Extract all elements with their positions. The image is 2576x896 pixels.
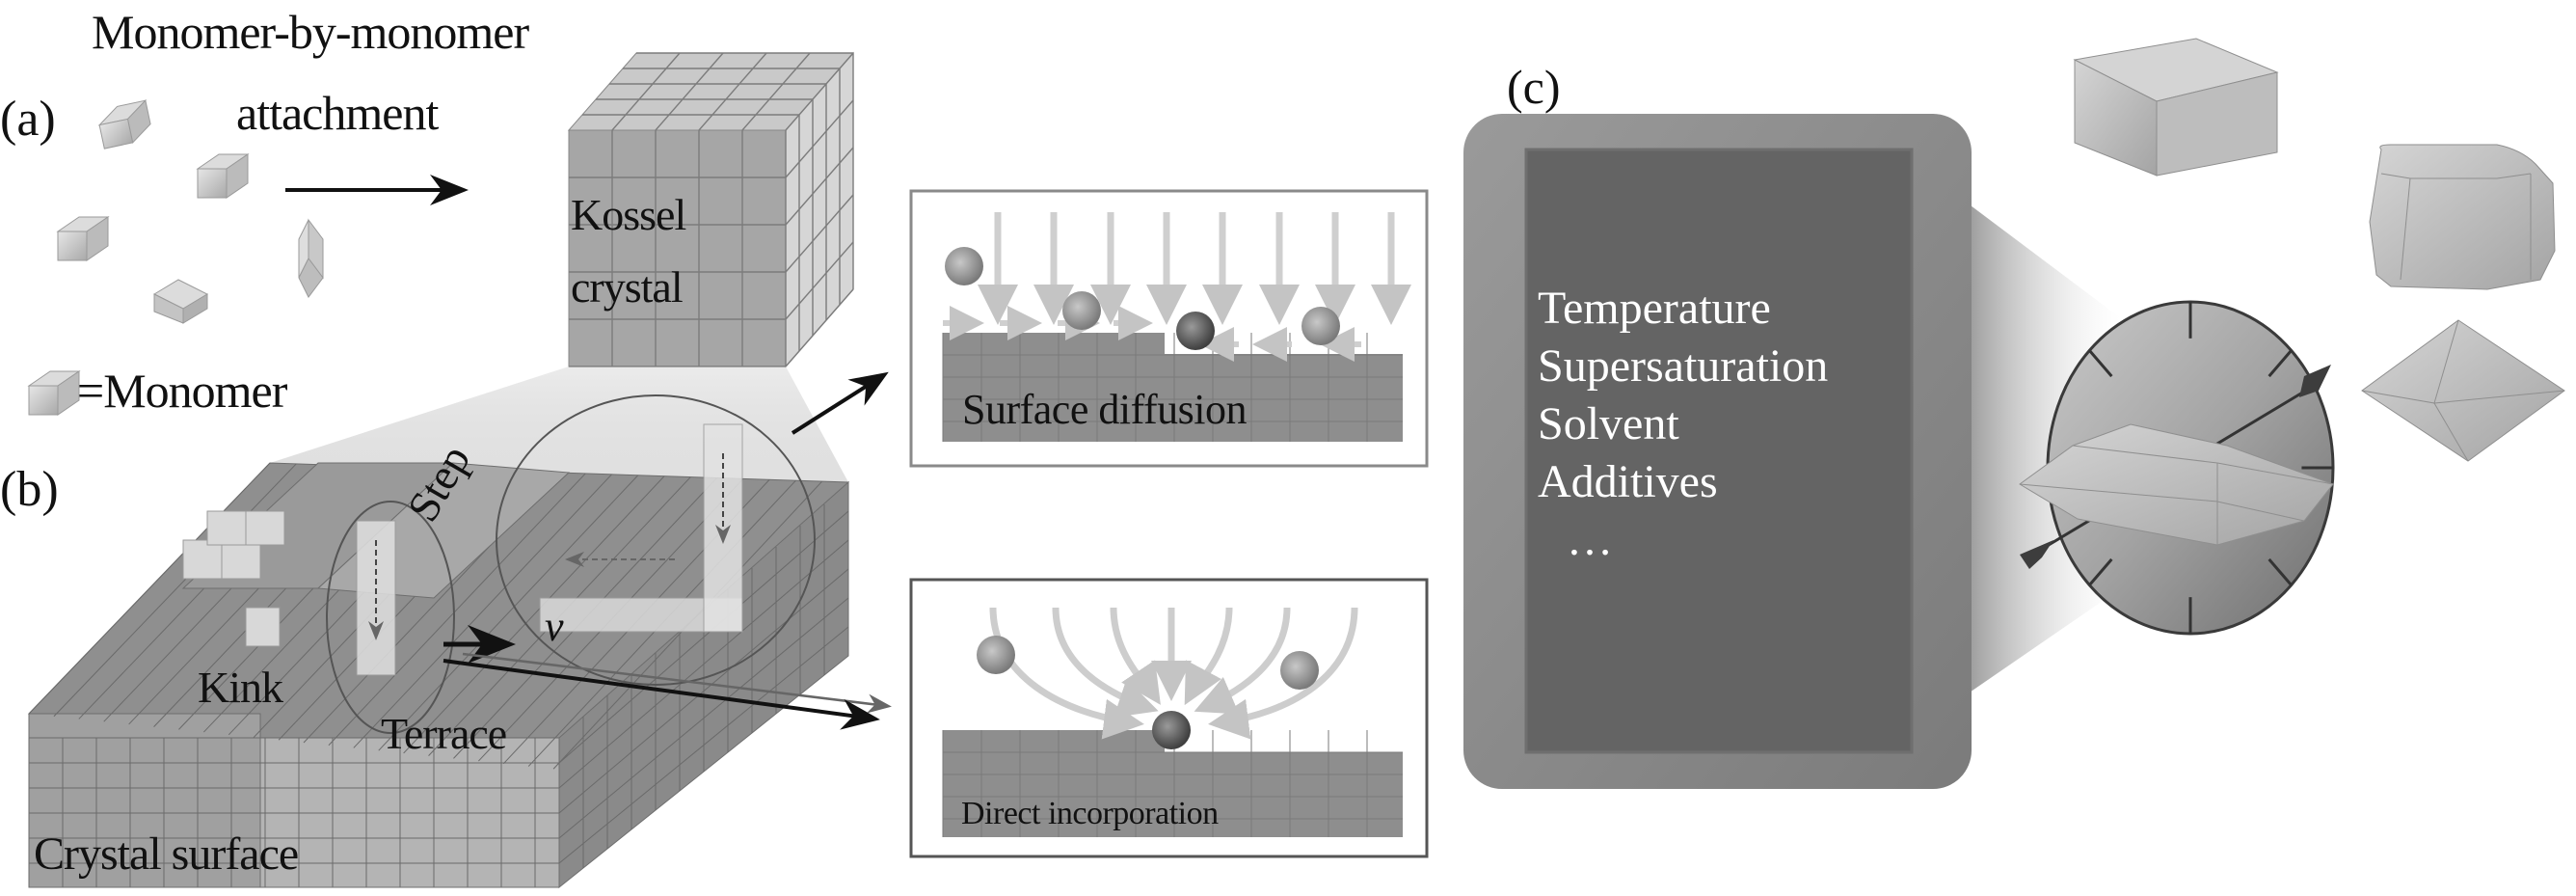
monomer-ball	[1280, 651, 1319, 690]
dial-tick	[2267, 349, 2293, 378]
monomer-ball	[1062, 291, 1101, 330]
block-grid-line	[558, 510, 849, 764]
kossel-grid-line	[655, 52, 724, 131]
block-grid-line	[558, 539, 849, 789]
kossel-grid-line	[785, 147, 854, 226]
crystal-surface-label: Crystal surface	[34, 828, 299, 880]
crystal-shape-truncated-cube	[2369, 144, 2556, 290]
kossel-label-line2: crystal	[571, 262, 684, 312]
kossel-grid-line	[785, 288, 854, 367]
dial-tick	[2088, 349, 2113, 378]
kink-label: Kink	[198, 663, 283, 712]
crystal-shape-cube	[2073, 38, 2279, 176]
converging-arrows	[989, 607, 1358, 740]
kossel-grid-line	[785, 241, 854, 320]
panel-c-label: (c)	[1507, 60, 1561, 114]
kossel-grid-line	[785, 194, 854, 273]
monomer-ball-attached	[1176, 312, 1215, 350]
monomer-ball	[945, 247, 983, 285]
block-grid-line	[378, 475, 639, 751]
step-ellipse	[496, 394, 816, 686]
kossel-grid-line	[611, 52, 681, 131]
crystal-surface-block	[27, 371, 892, 889]
crystal-shape-octahedron	[2361, 319, 2565, 462]
factor-additives: Additives	[1538, 456, 1718, 507]
crystal-shape-elongated-prism	[2019, 423, 2334, 546]
kossel-grid-line	[698, 52, 767, 131]
surface-diffusion-label: Surface diffusion	[962, 386, 1247, 433]
panel-c	[1463, 38, 2565, 789]
monomer-icon	[97, 99, 151, 149]
block-grid-line	[558, 626, 849, 864]
panel-a	[27, 51, 855, 416]
factor-ellipsis: …	[1567, 514, 1613, 565]
velocity-label: v	[545, 603, 564, 650]
terrace-label: Terrace	[381, 709, 507, 758]
kossel-grid-line	[785, 52, 854, 131]
panel-b-label: (b)	[0, 462, 59, 517]
pointer-arrow-direct-incorporation-thin	[462, 652, 892, 714]
direct-incorporation-label: Direct incorporation	[961, 796, 1219, 831]
chalkboard	[1463, 114, 1972, 789]
growth-factors-list: Temperature Supersaturation Solvent Addi…	[1538, 280, 1828, 569]
panel-a-label: (a)	[0, 92, 56, 147]
panel-a-title-line1: Monomer-by-monomer	[92, 5, 529, 59]
block-grid-line	[53, 463, 297, 718]
dial-tick	[2267, 557, 2293, 586]
monomer-ball-attached	[1152, 711, 1191, 749]
factor-solvent: Solvent	[1538, 398, 1679, 449]
monomer-icon	[56, 216, 110, 261]
pointer-arrow-direct-incorporation	[443, 659, 880, 730]
pointer-arrow-surface-diffusion	[791, 371, 889, 435]
kossel-grid-line	[741, 52, 811, 131]
monomer-icon	[298, 218, 324, 298]
monomer-icon	[196, 153, 250, 199]
kossel-label-line1: Kossel	[571, 190, 686, 239]
block-grid-line	[403, 475, 665, 754]
monomer-ball	[1301, 307, 1340, 345]
block-grid-line	[558, 568, 849, 814]
dial-tick	[2088, 557, 2113, 586]
factor-supersaturation: Supersaturation	[1538, 340, 1829, 392]
block-grid-line	[28, 462, 271, 715]
monomer-legend-icon	[27, 370, 81, 416]
block-grid-line	[353, 474, 612, 748]
factor-temperature: Temperature	[1538, 283, 1771, 334]
kossel-grid-line	[785, 99, 854, 178]
monomer-legend-label: =Monomer	[77, 364, 287, 418]
monomer-ball	[977, 636, 1015, 674]
inset-surface-diffusion	[909, 189, 1429, 468]
dial-needle-tail	[2020, 540, 2053, 569]
inset-direct-incorporation	[909, 578, 1429, 858]
panel-a-title-line2: attachment	[236, 86, 439, 140]
horizontal-diffusion-arrows	[943, 306, 1361, 362]
panel-b	[27, 189, 1429, 889]
kink-ellipse	[326, 501, 455, 734]
block-grid-line	[558, 597, 849, 839]
dial-needle-head	[2299, 365, 2331, 397]
block-grid-line	[328, 473, 586, 747]
monomer-icon	[152, 279, 209, 324]
